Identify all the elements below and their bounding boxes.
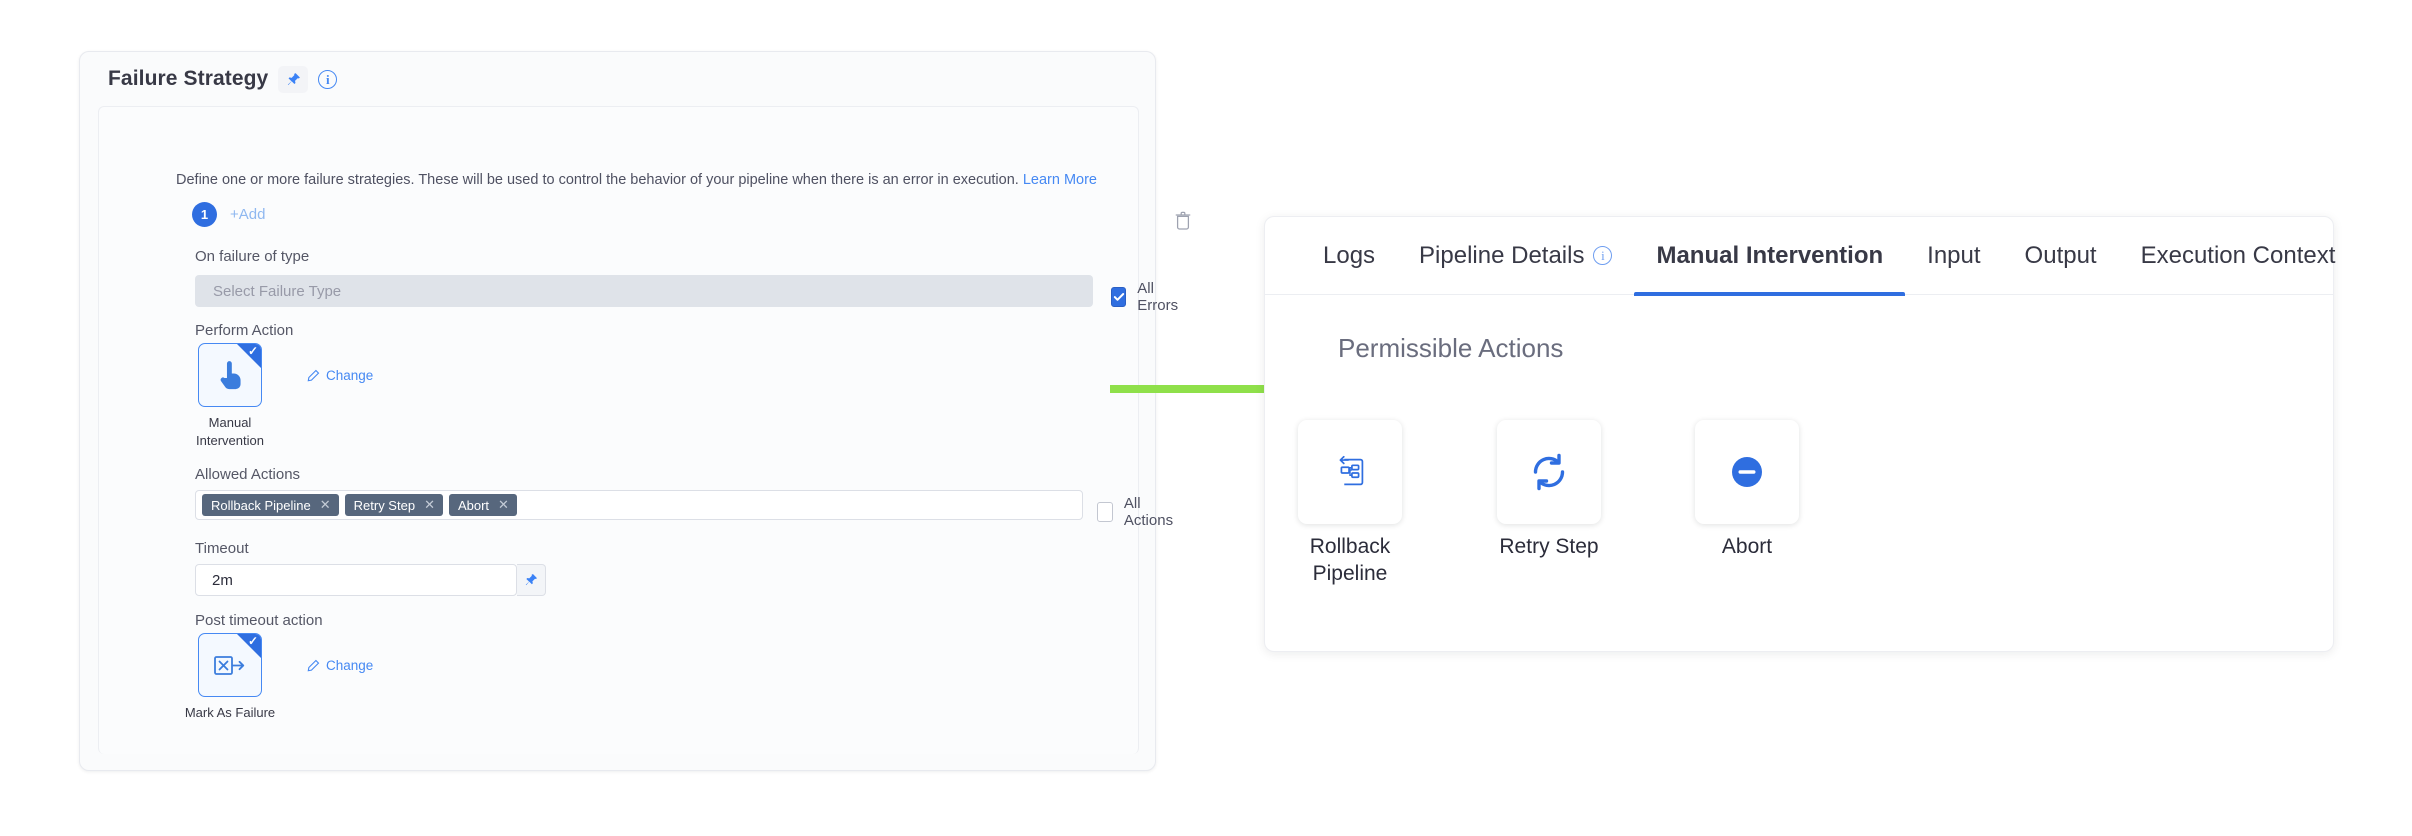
- all-actions-checkbox[interactable]: All Actions: [1097, 495, 1177, 529]
- failure-strategy-description: Define one or more failure strategies. T…: [176, 170, 1097, 190]
- check-icon: ✓: [247, 344, 258, 358]
- tab-label: Pipeline Details: [1419, 241, 1585, 269]
- learn-more-link[interactable]: Learn More: [1022, 172, 1097, 188]
- tile-selected-corner: [237, 344, 261, 368]
- tab-manual-intervention[interactable]: Manual Intervention: [1634, 217, 1905, 296]
- all-errors-checkbox[interactable]: All Errors: [1111, 280, 1183, 314]
- all-errors-check-box[interactable]: [1111, 287, 1127, 307]
- permissible-action-rollback-pipeline[interactable]: [1298, 420, 1402, 524]
- timeout-input[interactable]: 2m: [195, 564, 517, 596]
- permissible-action-label-abort: Abort: [1721, 535, 1773, 558]
- all-errors-label: All Errors: [1137, 280, 1179, 314]
- chip-rollback-pipeline[interactable]: Rollback Pipeline ✕: [202, 494, 339, 516]
- permissible-action-retry-step[interactable]: [1497, 420, 1601, 524]
- tab-label: Execution Context: [2140, 241, 2336, 269]
- strategy-row-header: 1 +Add: [192, 202, 265, 227]
- allowed-actions-label: Allowed Actions: [195, 466, 301, 483]
- pencil-icon: [307, 659, 320, 672]
- strategy-index-badge: 1: [192, 202, 217, 227]
- failure-type-placeholder: Select Failure Type: [213, 282, 342, 300]
- perform-action-change-button[interactable]: Change: [307, 368, 373, 383]
- post-timeout-change-button[interactable]: Change: [307, 658, 373, 673]
- tab-label: Logs: [1323, 241, 1376, 269]
- chip-abort[interactable]: Abort ✕: [448, 494, 517, 516]
- permissible-action-label-rollback: Rollback Pipeline: [1309, 535, 1391, 586]
- tab-input[interactable]: Input: [1905, 217, 2002, 295]
- tab-bar: Logs Pipeline Details i Manual Intervent…: [1265, 217, 2335, 296]
- abort-icon: [1732, 457, 1762, 487]
- permissible-action-label-retry: Retry Step: [1499, 535, 1599, 558]
- page-title: Failure Strategy: [108, 67, 269, 90]
- permissible-action-abort[interactable]: [1695, 420, 1799, 524]
- change-label: Change: [326, 368, 374, 383]
- tile-selected-corner: [237, 634, 261, 658]
- failure-strategy-body: [98, 106, 1139, 754]
- chip-remove-icon[interactable]: ✕: [319, 497, 331, 512]
- green-arrow: [1110, 374, 1330, 409]
- all-actions-label: All Actions: [1123, 495, 1174, 529]
- check-icon: ✓: [247, 634, 258, 648]
- on-failure-label: On failure of type: [195, 248, 310, 265]
- pin-icon[interactable]: [278, 65, 309, 93]
- chip-remove-icon[interactable]: ✕: [498, 497, 509, 512]
- mark-as-failure-icon: [214, 656, 245, 675]
- chip-remove-icon[interactable]: ✕: [424, 497, 435, 512]
- tab-execution-context[interactable]: Execution Context: [2119, 217, 2358, 295]
- description-text: Define one or more failure strategies. T…: [176, 172, 1019, 188]
- change-label: Change: [326, 658, 374, 673]
- perform-action-tile-label: Manual Intervention: [196, 415, 264, 448]
- failure-type-input[interactable]: Select Failure Type: [195, 275, 1093, 307]
- chip-label: Retry Step: [353, 497, 416, 513]
- chip-retry-step[interactable]: Retry Step ✕: [344, 494, 443, 516]
- permissible-actions-heading: Permissible Actions: [1338, 333, 1564, 363]
- execution-detail-panel: Logs Pipeline Details i Manual Intervent…: [1264, 216, 2335, 652]
- rollback-pipeline-icon: [1339, 455, 1364, 486]
- failure-strategy-header: Failure Strategy i: [80, 52, 1155, 106]
- tab-label: Input: [1927, 241, 1981, 269]
- post-timeout-action-tile[interactable]: ✓: [198, 633, 262, 697]
- tab-label: Output: [2024, 241, 2097, 269]
- manual-intervention-icon: [220, 361, 241, 390]
- chip-label: Abort: [457, 497, 490, 513]
- post-timeout-tile-label: Mark As Failure: [184, 705, 276, 720]
- tab-output[interactable]: Output: [2003, 217, 2119, 295]
- pencil-icon: [307, 369, 320, 382]
- retry-step-icon: [1533, 453, 1565, 491]
- info-icon[interactable]: i: [318, 69, 338, 89]
- timeout-label: Timeout: [195, 540, 249, 557]
- perform-action-label: Perform Action: [195, 322, 294, 339]
- add-strategy-button[interactable]: +Add: [230, 206, 266, 223]
- chip-label: Rollback Pipeline: [211, 497, 311, 513]
- trash-icon[interactable]: [1174, 210, 1192, 230]
- post-timeout-label: Post timeout action: [195, 612, 323, 629]
- all-actions-check-box[interactable]: [1097, 502, 1113, 522]
- allowed-actions-input[interactable]: Rollback Pipeline ✕ Retry Step ✕ Abort ✕: [195, 490, 1083, 520]
- tab-label: Manual Intervention: [1656, 241, 1884, 269]
- tab-pipeline-details[interactable]: Pipeline Details i: [1397, 217, 1634, 295]
- perform-action-tile[interactable]: ✓: [198, 343, 262, 407]
- tab-logs[interactable]: Logs: [1301, 217, 1397, 295]
- timeout-pin-icon[interactable]: [517, 564, 546, 596]
- timeout-value: 2m: [212, 571, 233, 589]
- info-icon[interactable]: i: [1593, 246, 1613, 265]
- failure-strategy-card: Failure Strategy i Define one or more fa…: [79, 51, 1191, 771]
